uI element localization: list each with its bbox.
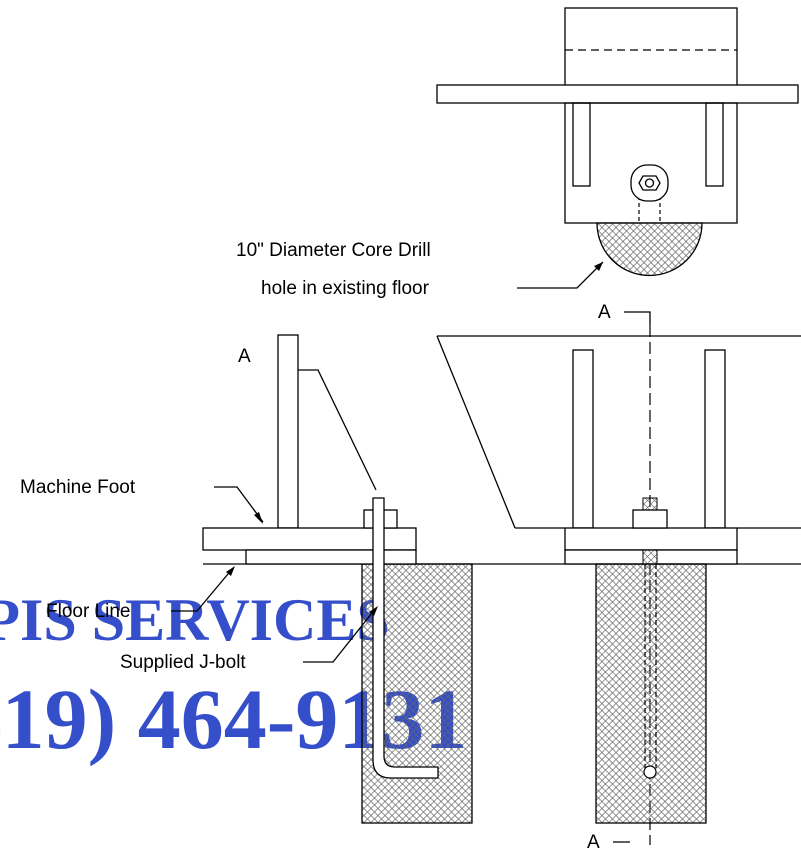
- leader-floor-line: [171, 567, 234, 612]
- machine-upright: [277, 334, 299, 529]
- label-floor-line: Floor Line: [46, 601, 131, 622]
- leader-core-drill: [517, 261, 604, 289]
- section-mark-top: [624, 311, 651, 325]
- arrowhead-core-drill: [594, 262, 603, 271]
- hex-nut-icon: [638, 175, 661, 191]
- top-nut: [630, 164, 669, 202]
- front-upright-left: [572, 349, 594, 529]
- label-core-drill-line1: 10" Diameter Core Drill: [236, 240, 431, 261]
- arrowhead-j-bolt: [369, 606, 378, 616]
- arrowhead-floor-line: [226, 566, 235, 576]
- front-upright-right: [704, 349, 726, 529]
- leader-machine-foot: [214, 486, 264, 523]
- arrowhead-machine-foot: [254, 512, 263, 524]
- front-bolt-hook-end: [643, 765, 657, 779]
- label-machine-foot: Machine Foot: [20, 477, 136, 498]
- top-lower-block: [564, 102, 738, 224]
- label-section-a-top: A: [598, 302, 611, 323]
- side-view-left: A: [202, 334, 801, 824]
- top-slot-right: [705, 102, 724, 187]
- concrete-footing-right: [595, 563, 707, 824]
- label-section-a-left: A: [238, 346, 251, 367]
- top-view: [436, 7, 799, 277]
- top-slot-left: [572, 102, 591, 187]
- label-j-bolt: Supplied J-bolt: [120, 652, 246, 673]
- front-foot-plate: [564, 527, 738, 551]
- frame-slanted-edge: [436, 335, 516, 529]
- leader-j-bolt: [303, 607, 377, 663]
- j-bolt: [372, 497, 439, 779]
- machine-brace: [298, 369, 377, 491]
- front-bolt-thread: [642, 549, 658, 565]
- front-view-right: [436, 335, 801, 824]
- nut-hole: [644, 178, 655, 188]
- label-section-a-bottom: A: [587, 832, 600, 853]
- label-core-drill-line2: hole in existing floor: [261, 278, 430, 299]
- leveling-plate: [245, 549, 417, 565]
- core-drill-hole: [596, 222, 703, 277]
- watermark-line1: IPIS SERVICES: [0, 587, 390, 653]
- top-beam: [436, 84, 799, 104]
- front-nut: [632, 509, 668, 529]
